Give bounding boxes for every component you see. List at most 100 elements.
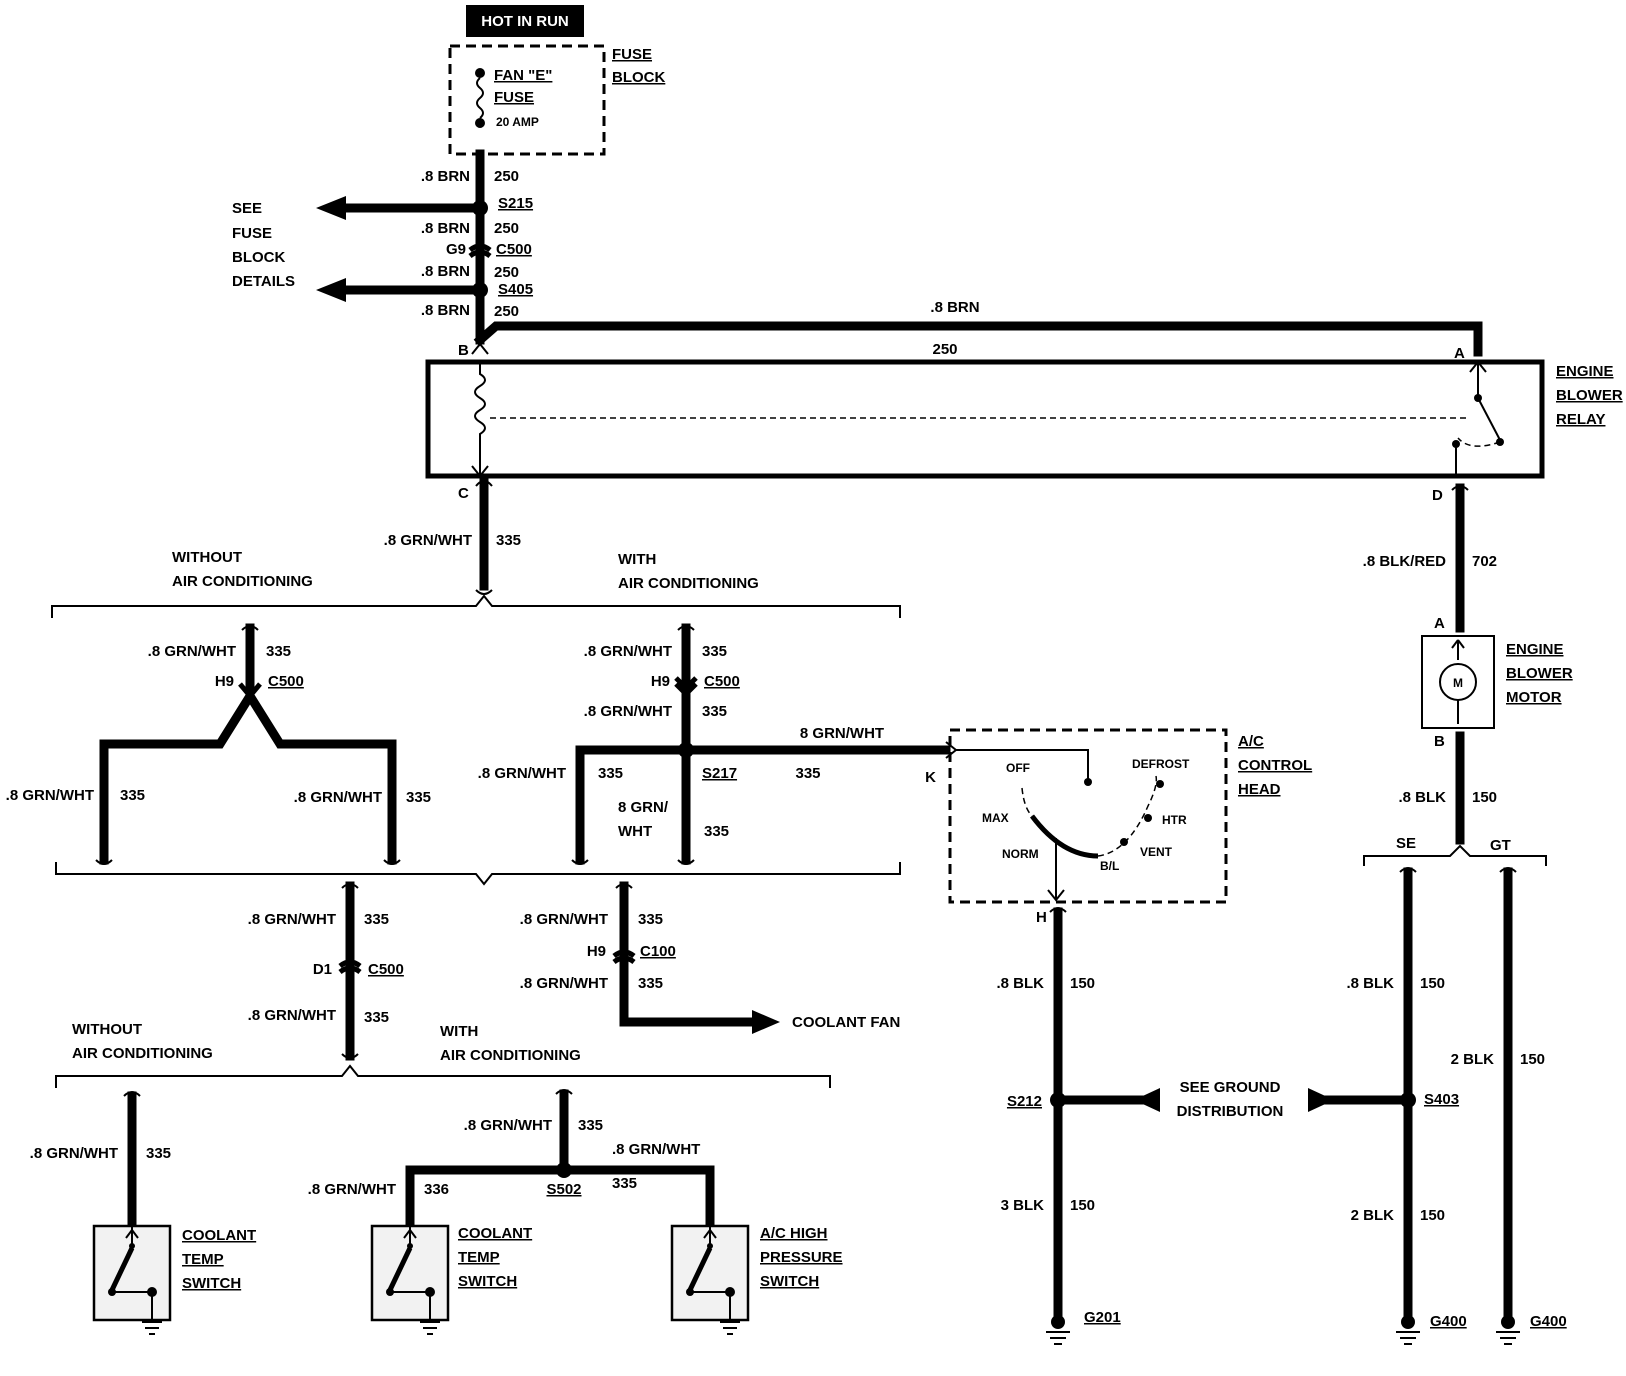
top-num: 250	[932, 341, 957, 358]
relay-c-gauge: .8 GRN/WHT	[384, 532, 472, 549]
fuse-name-line2: FUSE	[494, 89, 534, 106]
top-gauge: .8 BRN	[930, 299, 979, 316]
ul-h9: H9	[215, 673, 234, 690]
ur-gauge1: .8 GRN/WHT	[584, 643, 672, 660]
coolant-fan-label: COOLANT FAN	[792, 1014, 900, 1031]
ggt-num: 150	[1520, 1051, 1545, 1068]
relay-coil-icon	[474, 362, 486, 476]
ul-without2: AIR CONDITIONING	[172, 573, 313, 590]
c500-top-label: C500	[496, 241, 532, 258]
mr-num2: 335	[638, 975, 663, 992]
mr-gauge2: .8 GRN/WHT	[520, 975, 608, 992]
mr-h9: H9	[587, 943, 606, 960]
ur-k-num: 335	[795, 765, 820, 782]
se-label: SE	[1396, 835, 1416, 852]
engine-blower-relay: B A C D ENGINE BLOWER RELAY	[425, 342, 1623, 504]
relay-d-num: 702	[1472, 553, 1497, 570]
gh-gauge1: .8 BLK	[996, 975, 1044, 992]
coolant-temp-switch-1: COOLANT TEMP SWITCH	[92, 1224, 256, 1335]
gse-num2: 150	[1420, 1207, 1445, 1224]
motor-symbol: M	[1453, 676, 1463, 690]
gse-gauge2: 2 BLK	[1351, 1207, 1395, 1224]
gt-label: GT	[1490, 837, 1511, 854]
ac-sw-line2: PRESSURE	[760, 1249, 843, 1266]
motor-pin-a: A	[1434, 615, 1445, 632]
ac-sw-line3: SWITCH	[760, 1273, 819, 1290]
gh-num2: 150	[1070, 1197, 1095, 1214]
ur-num2: 335	[702, 703, 727, 720]
ur-num1: 335	[702, 643, 727, 660]
fuse-block-label2: BLOCK	[612, 69, 665, 86]
ur-down-num: 335	[704, 823, 729, 840]
motor-b-gauge: .8 BLK	[1398, 789, 1446, 806]
hot-in-run-label: HOT IN RUN	[481, 13, 569, 30]
s502-label: S502	[546, 1181, 581, 1198]
wire-ul-branch	[99, 687, 397, 865]
ac-defrost: DEFROST	[1132, 757, 1190, 771]
see-fuse-1: SEE	[232, 200, 262, 217]
hot-in-run-box: HOT IN RUN	[466, 5, 584, 37]
ggt-gauge: 2 BLK	[1451, 1051, 1495, 1068]
w1-gauge: .8 BRN	[421, 168, 470, 185]
motor-b-num: 150	[1472, 789, 1497, 806]
ul-num: 335	[266, 643, 291, 660]
lr-left-gauge: .8 GRN/WHT	[308, 1181, 396, 1198]
lr-gauge1: .8 GRN/WHT	[464, 1117, 552, 1134]
motor-pin-b: B	[1434, 733, 1445, 750]
relay-label2: BLOWER	[1556, 387, 1623, 404]
cts1-line2: TEMP	[182, 1251, 224, 1268]
ac-control-head: K OFF DEFROST MAX HTR NORM VENT B/L A/C …	[925, 728, 1312, 904]
ul-right-num: 335	[406, 789, 431, 806]
ac-norm: NORM	[1002, 847, 1039, 861]
g201-label: G201	[1084, 1309, 1121, 1326]
ac-label1: A/C	[1238, 733, 1264, 750]
switch-contact-icon	[109, 1246, 135, 1292]
gse-gauge1: .8 BLK	[1346, 975, 1394, 992]
fuse-block-label1: FUSE	[612, 46, 652, 63]
ur-gauge2: .8 GRN/WHT	[584, 703, 672, 720]
ac-label3: HEAD	[1238, 781, 1281, 798]
lr-left-num: 336	[424, 1181, 449, 1198]
relay-label1: ENGINE	[1556, 363, 1614, 380]
coolant-temp-switch-2: COOLANT TEMP SWITCH	[370, 1224, 532, 1335]
mr-c100: C100	[640, 943, 676, 960]
w1-num: 250	[494, 168, 519, 185]
wire-lr-branch	[405, 1165, 715, 1227]
ml-num2: 335	[364, 1009, 389, 1026]
ac-high-pressure-switch: A/C HIGH PRESSURE SWITCH	[670, 1224, 843, 1335]
lr-with2: AIR CONDITIONING	[440, 1047, 581, 1064]
see-fuse-3: BLOCK	[232, 249, 285, 266]
lr-with1: WITH	[440, 1023, 478, 1040]
cts1-line1: COOLANT	[182, 1227, 256, 1244]
fuse-rating: 20 AMP	[496, 115, 539, 129]
motor-label1: ENGINE	[1506, 641, 1564, 658]
ml-c500: C500	[368, 961, 404, 978]
arrow-right-icon	[752, 1010, 780, 1034]
ll-num: 335	[146, 1145, 171, 1162]
ml-num1: 335	[364, 911, 389, 928]
w3-num: 250	[494, 264, 519, 281]
ground-dist-line2: DISTRIBUTION	[1177, 1103, 1284, 1120]
relay-contact-icon	[1477, 397, 1501, 441]
s217-label: S217	[702, 765, 737, 782]
ul-left-num: 335	[120, 787, 145, 804]
ground-g201-icon	[1046, 1315, 1070, 1345]
w2-gauge: .8 BRN	[421, 220, 470, 237]
g400-gt-label: G400	[1530, 1313, 1567, 1330]
ll-gauge: .8 GRN/WHT	[30, 1145, 118, 1162]
ll-without1: WITHOUT	[72, 1021, 142, 1038]
ac-bl: B/L	[1100, 859, 1119, 873]
ll-without2: AIR CONDITIONING	[72, 1045, 213, 1062]
ground-icon	[420, 1321, 440, 1335]
ul-gauge: .8 GRN/WHT	[148, 643, 236, 660]
relay-c-num: 335	[496, 532, 521, 549]
w2-num: 250	[494, 220, 519, 237]
motor-label3: MOTOR	[1506, 689, 1562, 706]
ac-max: MAX	[982, 811, 1009, 825]
ur-with2: AIR CONDITIONING	[618, 575, 759, 592]
relay-pin-a: A	[1454, 345, 1465, 362]
ac-sw-line1: A/C HIGH	[760, 1225, 828, 1242]
relay-pin-b: B	[458, 342, 469, 359]
